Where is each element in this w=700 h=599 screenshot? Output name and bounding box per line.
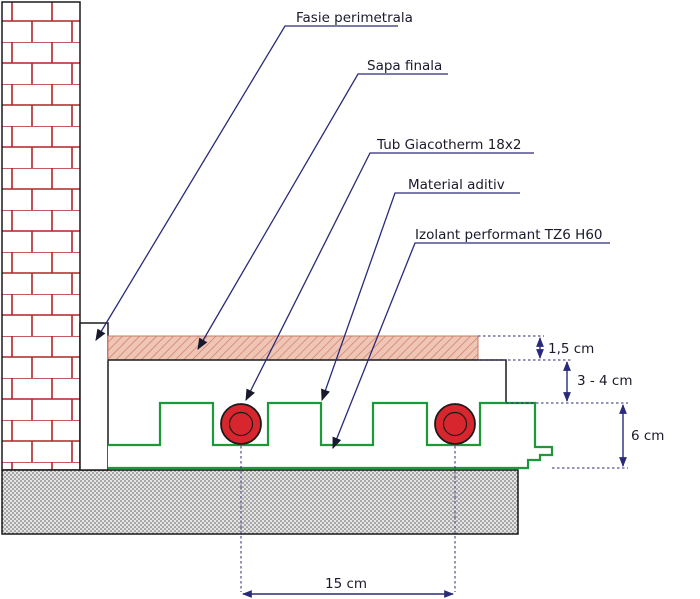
additive-layer xyxy=(108,359,507,403)
pipe-right xyxy=(434,403,476,445)
leader-fasie xyxy=(95,25,398,342)
label-izolant-performant: Izolant performant TZ6 H60 xyxy=(415,227,603,243)
label-sapa-finala: Sapa finala xyxy=(367,58,442,74)
leader-izolant xyxy=(332,242,610,450)
final-screed-layer xyxy=(107,335,479,361)
brick-wall xyxy=(1,1,81,471)
leader-sapa xyxy=(197,73,448,351)
label-tub-giacotherm: Tub Giacotherm 18x2 xyxy=(376,137,521,153)
perimeter-strip xyxy=(79,322,109,471)
leader-tub xyxy=(245,152,534,402)
leader-material xyxy=(321,192,520,402)
pipe-left xyxy=(220,403,262,445)
dim-label-spacing: 15 cm xyxy=(325,576,367,592)
label-fasie-perimetrala: Fasie perimetrala xyxy=(296,10,413,26)
insulation-panel xyxy=(108,401,554,470)
concrete-slab xyxy=(1,469,519,535)
dim-label-layer: 3 - 4 cm xyxy=(577,373,633,389)
dim-label-sapa: 1,5 cm xyxy=(548,341,594,357)
dim-label-insulation: 6 cm xyxy=(631,428,664,444)
dimension-guides xyxy=(240,335,628,592)
label-material-aditiv: Material aditiv xyxy=(408,177,505,193)
